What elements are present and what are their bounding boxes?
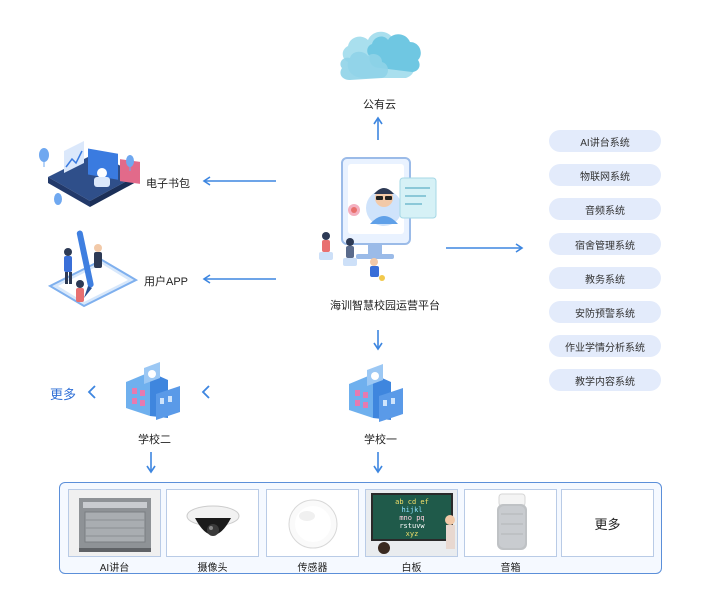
device-camera[interactable] <box>166 489 259 557</box>
chevron-left-icon <box>201 385 210 399</box>
system-item[interactable]: 作业学情分析系统 <box>549 335 661 357</box>
device-label: 白板 <box>401 563 422 574</box>
ebag-label: 电子书包 <box>146 178 190 190</box>
device-more[interactable]: 更多 <box>561 489 654 557</box>
cloud-label: 公有云 <box>363 99 396 111</box>
whiteboard-icon: ab cd ef hijkl mno pq rstuvw xyz <box>366 490 457 556</box>
chevron-left-icon <box>87 385 96 399</box>
system-item[interactable]: AI讲台系统 <box>549 130 661 152</box>
platform-illustration <box>319 157 437 281</box>
system-item[interactable]: 宿舍管理系统 <box>549 233 661 255</box>
system-item[interactable]: 音频系统 <box>549 198 661 220</box>
whiteboard-line: ab cd ef <box>395 498 429 506</box>
whiteboard-line: hijkl <box>401 506 422 514</box>
sensor-icon <box>288 499 338 549</box>
device-ai-podium[interactable] <box>68 489 161 557</box>
school1-label: 学校一 <box>364 434 397 446</box>
device-label: 摄像头 <box>197 563 228 574</box>
device-speaker[interactable] <box>464 489 557 557</box>
device-more-label: 更多 <box>594 516 621 532</box>
device-label: 传感器 <box>297 563 328 574</box>
system-item[interactable]: 物联网系统 <box>549 164 661 186</box>
school-building-icon <box>126 362 180 420</box>
ebag-illustration <box>39 141 140 207</box>
whiteboard-line: rstuvw <box>399 522 425 530</box>
speaker-icon <box>497 493 527 550</box>
platform-label: 海训智慧校园运营平台 <box>330 300 440 312</box>
cloud-icon <box>340 31 421 80</box>
school-building-icon <box>349 364 403 422</box>
ai-podium-icon <box>69 490 160 556</box>
system-item[interactable]: 教学内容系统 <box>549 369 661 391</box>
more-schools-link[interactable]: 更多 <box>50 387 77 402</box>
system-item[interactable]: 安防预警系统 <box>549 301 661 323</box>
system-item[interactable]: 教务系统 <box>549 267 661 289</box>
device-whiteboard[interactable]: ab cd ef hijkl mno pq rstuvw xyz <box>365 489 458 557</box>
device-label: 音箱 <box>500 563 521 574</box>
device-sensor[interactable] <box>266 489 359 557</box>
camera-icon <box>186 505 240 536</box>
userapp-label: 用户APP <box>144 276 189 288</box>
school2-label: 学校二 <box>138 434 171 446</box>
whiteboard-line: xyz <box>406 530 419 538</box>
whiteboard-line: mno pq <box>399 514 424 522</box>
device-label: AI讲台 <box>99 563 130 574</box>
userapp-illustration <box>47 230 139 308</box>
